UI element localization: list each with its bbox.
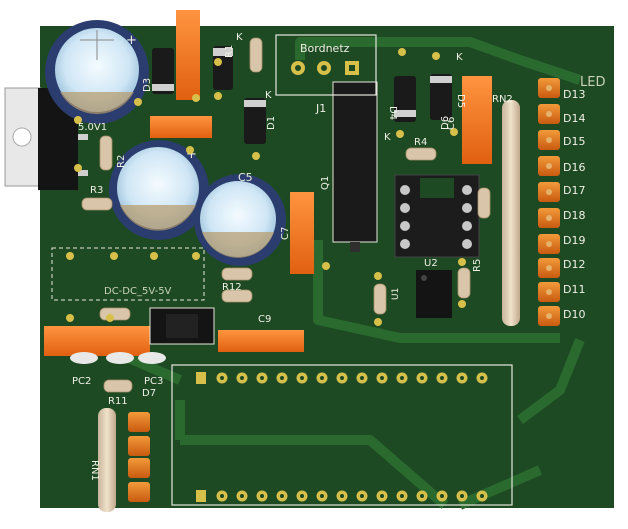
diode-d2 [213, 46, 233, 90]
label-pc2: PC2 [72, 376, 91, 387]
label-d17: D17 [563, 184, 585, 197]
transistor-q1 [332, 81, 378, 252]
label-rn1: RN1 [89, 460, 100, 481]
dcdc-outline [51, 247, 205, 301]
resistor-network-rn2 [502, 100, 520, 326]
label-d4: D4 [387, 106, 398, 120]
label-d10: D10 [563, 308, 585, 321]
diode-d1 [244, 98, 266, 144]
connector-j1 [275, 34, 377, 96]
copper-pour [171, 364, 513, 506]
label-d15: D15 [563, 135, 585, 148]
label-u1: U1 [391, 288, 401, 300]
label-d6: D6 [440, 116, 451, 130]
optocoupler-bottom [149, 307, 215, 345]
copper-traces [108, 37, 585, 510]
label-u2: U2 [424, 258, 438, 269]
optocoupler-u1 [416, 270, 452, 318]
resistors [81, 37, 491, 393]
label-d16: D16 [563, 161, 585, 174]
ic-socket [394, 174, 480, 258]
label-r2: R2 [116, 155, 127, 168]
label-j1: J1 [315, 102, 326, 115]
label-r12: R12 [222, 282, 242, 293]
label-led: LED [580, 75, 605, 90]
label-5v: 5.0V1 [78, 122, 107, 133]
label-d12: D12 [563, 258, 585, 271]
label-c5: C5 [238, 171, 253, 184]
label-r4: R4 [414, 137, 427, 148]
silkscreen-labels: RN2 LED D13 D14 D15 D16 D17 D18 D19 D12 … [72, 32, 605, 481]
label-d5: D5 [455, 94, 466, 108]
label-d19: D19 [563, 234, 585, 247]
resistor-network-rn1 [98, 408, 116, 512]
label-d3: D3 [142, 78, 153, 92]
cap-plus-1: + [126, 33, 137, 48]
label-c7: C7 [280, 227, 291, 240]
label-d1: D1 [266, 116, 277, 130]
label-q1: Q1 [320, 176, 331, 190]
pc-connectors [70, 352, 166, 364]
label-rn2: RN2 [492, 94, 513, 105]
diode-d3 [152, 48, 174, 94]
capacitor-top-left [45, 20, 149, 124]
label-d11: D11 [563, 283, 585, 296]
label-d7: D7 [142, 388, 156, 399]
label-pc3: PC3 [144, 376, 163, 387]
label-d18: D18 [563, 209, 585, 222]
label-c9: C9 [258, 314, 271, 325]
label-k1: K [236, 32, 243, 43]
label-r3: R3 [90, 185, 103, 196]
capacitor-c5 [194, 174, 286, 266]
diode-d4 [394, 76, 416, 122]
label-k4: K [456, 52, 463, 63]
through-hole-pads [66, 48, 466, 326]
capacitor-c-middle [109, 140, 209, 240]
label-r5: R5 [472, 259, 483, 272]
label-r11: R11 [108, 396, 128, 407]
label-k2: K [265, 90, 272, 101]
label-c6: C6 [446, 117, 457, 130]
label-dcdc: DC-DC_5V-5V [104, 286, 172, 297]
diode-d5 [430, 74, 452, 120]
label-d13: D13 [563, 88, 585, 101]
label-r1: R1 [224, 45, 235, 58]
smd-parts [44, 10, 492, 356]
label-k3: K [384, 132, 391, 143]
led-column-left [128, 412, 150, 502]
cap-plus-2: + [186, 147, 197, 162]
label-d14: D14 [563, 112, 585, 125]
label-bordnetz: Bordnetz [300, 42, 350, 55]
